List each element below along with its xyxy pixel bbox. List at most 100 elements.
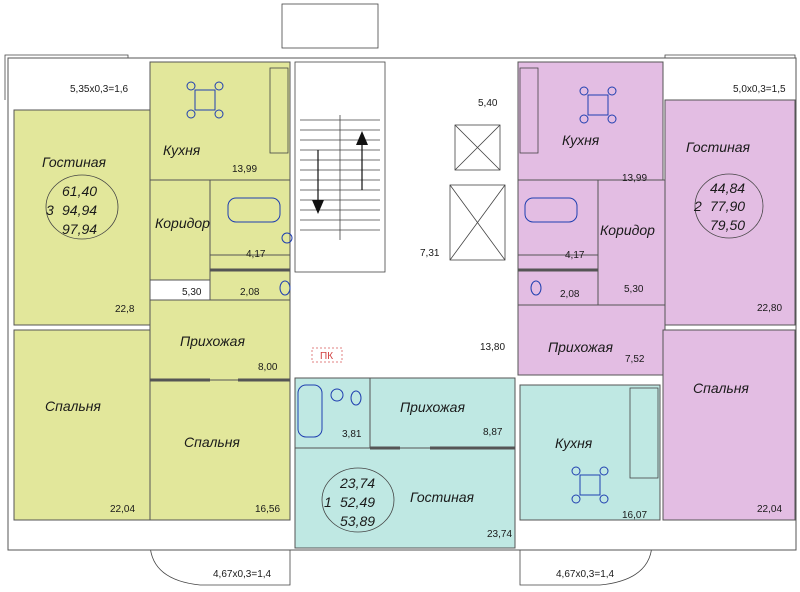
pk-label: ПК <box>320 351 333 362</box>
left-kitchen-name: Кухня <box>163 142 201 158</box>
left-dining-table <box>186 81 224 119</box>
apartment-center <box>294 377 661 549</box>
corridor-area: 13,80 <box>480 342 505 353</box>
right-kitchen-name: Кухня <box>562 132 600 148</box>
right-hall-name: Прихожая <box>548 339 613 355</box>
stair-steps <box>300 115 380 240</box>
left-hall-area: 8,00 <box>258 362 278 373</box>
left-bathroom <box>209 179 291 256</box>
right-summary-living: 44,84 <box>710 180 745 196</box>
right-bath-area: 4,17 <box>565 250 585 261</box>
left-sink <box>281 232 293 244</box>
right-corridor-area: 5,30 <box>624 284 644 295</box>
balcony-bottom-left <box>149 544 291 586</box>
pk-box <box>311 347 343 363</box>
right-bed-name: Спальня <box>693 380 749 396</box>
center-summary-rooms: 1 <box>324 494 332 510</box>
elevator-large-cross <box>449 184 506 261</box>
fixtures <box>186 67 659 504</box>
balcony-top-left-label: 5,35х0,3=1,6 <box>70 84 129 95</box>
center-bath-area: 3,81 <box>342 429 362 440</box>
left-toilet <box>279 280 291 296</box>
right-wc-area: 2,08 <box>560 289 580 300</box>
interior-walls <box>150 268 598 450</box>
landing-area: 5,40 <box>478 98 498 109</box>
common-area <box>294 61 506 273</box>
right-living-area: 22,80 <box>757 303 782 314</box>
lobby-area: 7,31 <box>420 248 440 259</box>
center-summary-living: 23,74 <box>339 475 375 491</box>
center-living-room <box>294 447 516 549</box>
right-kitchen-counter <box>519 67 539 154</box>
right-bedroom <box>662 329 796 521</box>
elevator-small-cross <box>454 124 501 171</box>
left-bed2-name: Спальня <box>184 434 240 450</box>
elevator-large <box>449 184 506 261</box>
right-living-name: Гостиная <box>686 139 751 155</box>
left-bedroom-2 <box>149 379 291 521</box>
left-summary-rooms: 3 <box>46 202 54 218</box>
apartment-right <box>517 61 796 521</box>
elevator-small <box>454 124 501 171</box>
center-hall <box>369 377 516 449</box>
left-bed1-name: Спальня <box>45 398 101 414</box>
left-summary-living: 61,40 <box>62 183 97 199</box>
top-balcony <box>281 3 379 49</box>
right-corridor-name: Коридор <box>600 222 655 238</box>
right-hall-area: 7,52 <box>625 354 645 365</box>
balcony-bottom-right <box>519 544 653 586</box>
center-living-name: Гостиная <box>410 489 475 505</box>
right-toilet <box>530 280 542 296</box>
right-living-room <box>664 99 796 326</box>
left-corridor-name: Коридор <box>155 215 210 231</box>
staircase <box>294 61 386 273</box>
left-bathtub <box>227 197 281 223</box>
center-hall-name: Прихожая <box>400 399 465 415</box>
balcony-bottom-right-label: 4,67х0,3=1,4 <box>556 569 615 580</box>
left-bed2-area: 16,56 <box>255 504 280 515</box>
center-kitchen-counter <box>629 387 659 479</box>
center-summary-total: 52,49 <box>340 494 375 510</box>
right-kitchen <box>517 61 664 181</box>
right-bathtub <box>524 197 578 223</box>
center-summary-oval <box>321 467 395 533</box>
left-bedroom-1 <box>13 329 151 521</box>
balcony-bottom-left-label: 4,67х0,3=1,4 <box>213 569 272 580</box>
apartment-left <box>13 61 291 521</box>
center-bathroom <box>294 377 371 449</box>
left-living-area: 22,8 <box>115 304 135 315</box>
stair-arrowhead-up <box>356 131 368 145</box>
left-hall <box>149 299 291 381</box>
right-summary-rooms: 2 <box>693 198 702 214</box>
right-summary-total: 77,90 <box>710 198 745 214</box>
left-kitchen-area: 13,99 <box>232 164 257 175</box>
right-dining-table <box>579 86 617 124</box>
center-kitchen-name: Кухня <box>555 435 593 451</box>
left-summary-total-balcony: 97,94 <box>62 221 97 237</box>
left-summary-oval <box>45 174 119 240</box>
left-corridor-area: 5,30 <box>182 287 202 298</box>
center-living-area: 23,74 <box>487 529 512 540</box>
right-bed-area: 22,04 <box>757 504 782 515</box>
balcony-top-right-label: 5,0х0,3=1,5 <box>733 84 786 95</box>
left-living-room <box>13 109 151 326</box>
right-kitchen-area: 13,99 <box>622 173 647 184</box>
right-corridor <box>597 179 666 306</box>
stair-arrowhead-down <box>312 200 324 214</box>
left-kitchen-counter <box>269 67 289 154</box>
left-hall-name: Прихожая <box>180 333 245 349</box>
right-hall <box>517 304 666 376</box>
center-summary-total-balcony: 53,89 <box>340 513 375 529</box>
right-bathroom <box>517 179 599 256</box>
center-bathtub <box>297 384 323 438</box>
left-bath-area: 4,17 <box>246 249 266 260</box>
center-kitchen <box>519 384 661 521</box>
left-kitchen <box>149 61 291 181</box>
left-wc-area: 2,08 <box>240 287 260 298</box>
left-wc <box>209 254 291 301</box>
left-living-name: Гостиная <box>42 154 107 170</box>
left-summary-total: 94,94 <box>62 202 97 218</box>
center-hall-area: 8,87 <box>483 427 503 438</box>
right-summary-total-balcony: 79,50 <box>710 217 745 233</box>
